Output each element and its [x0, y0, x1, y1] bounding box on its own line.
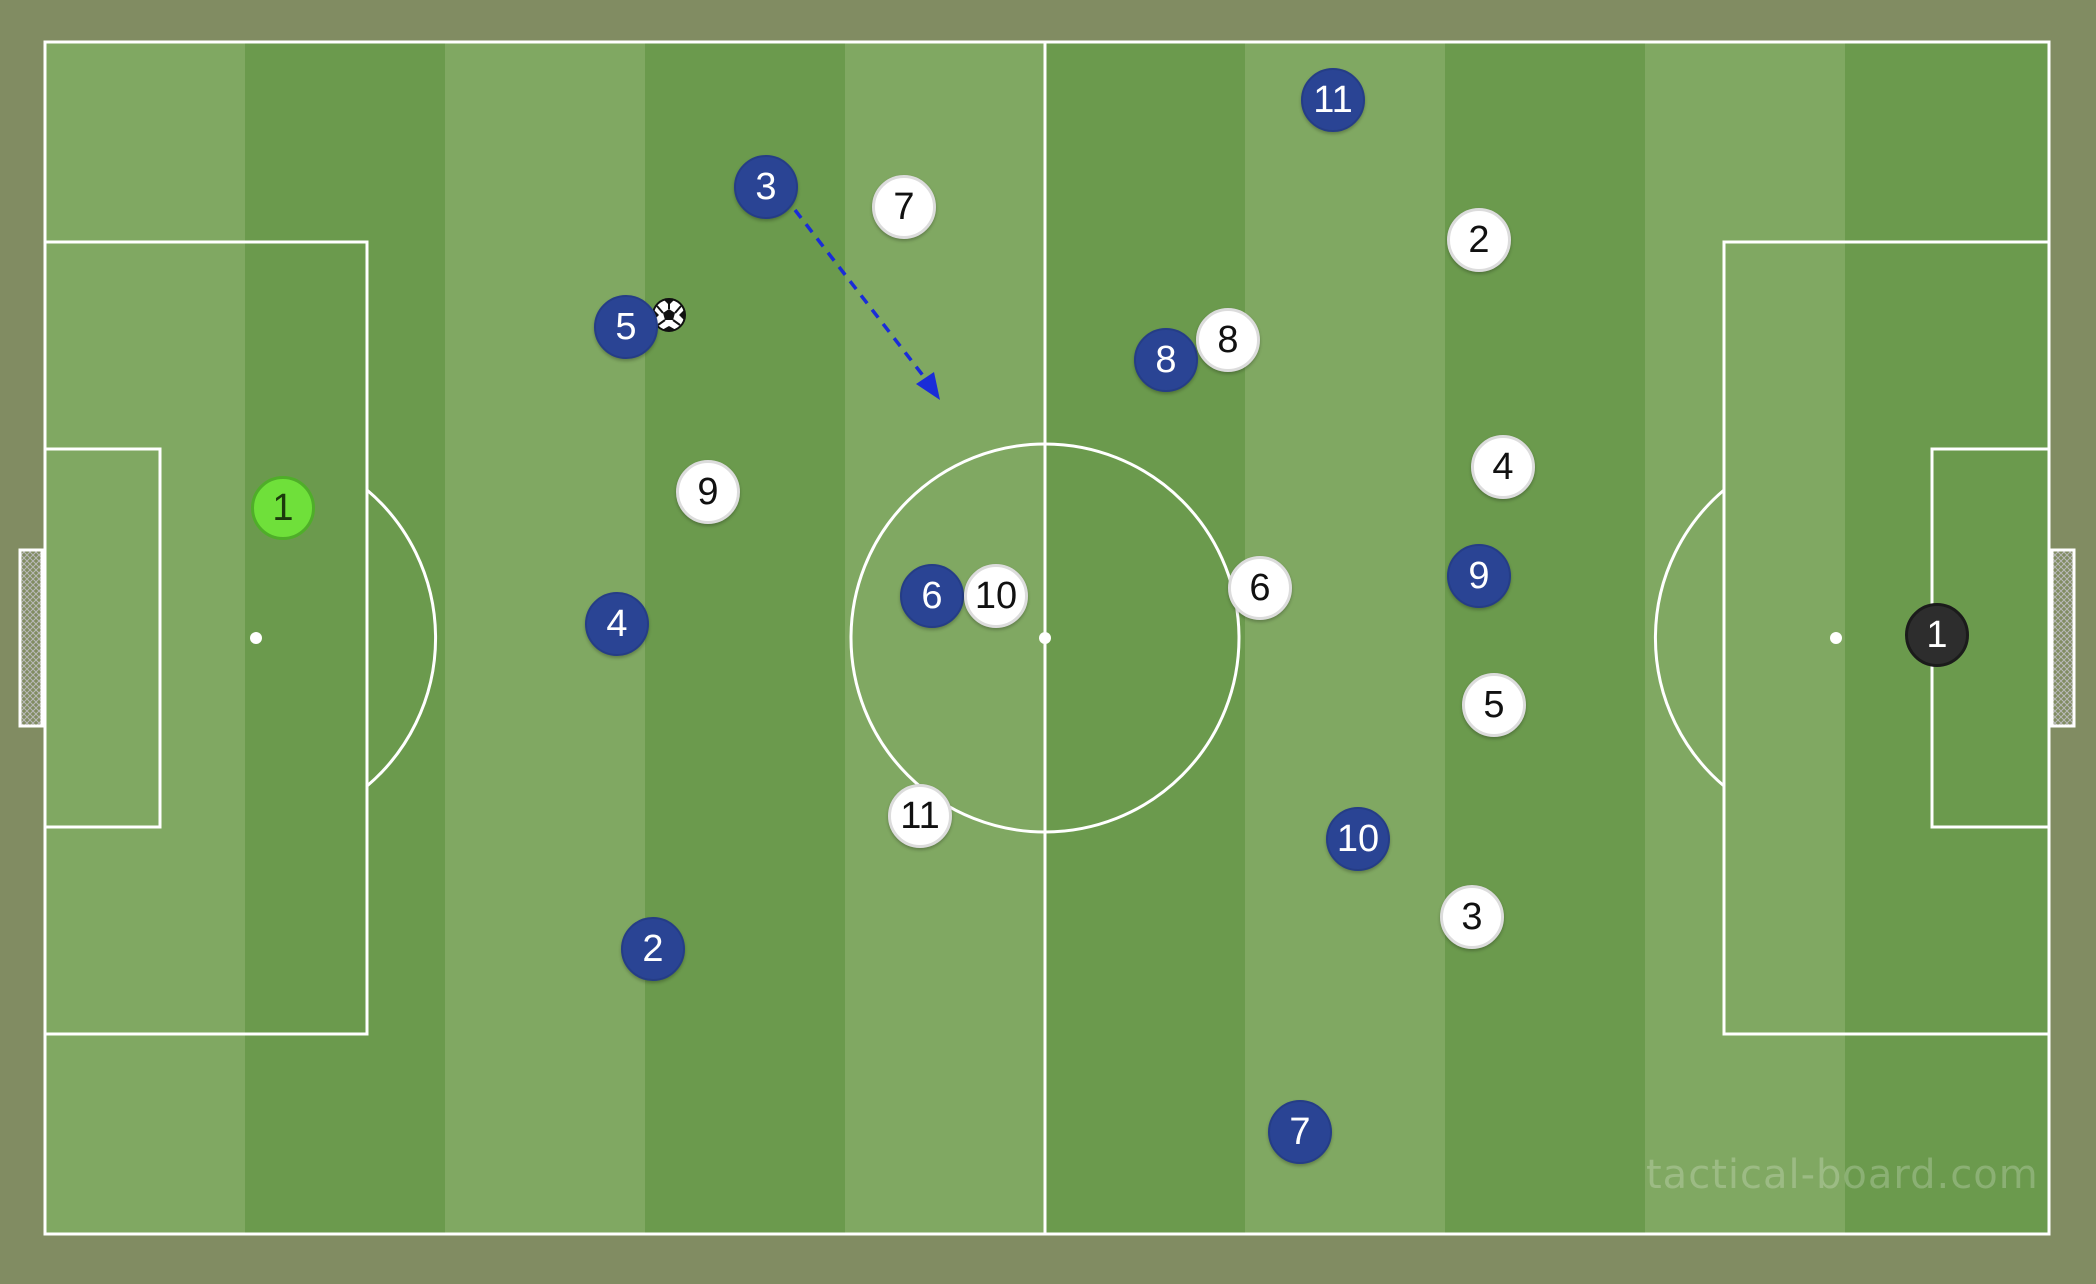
white-player-token[interactable]: 6 — [1228, 556, 1292, 620]
white-player-token[interactable]: 2 — [1447, 208, 1511, 272]
blue-player-token[interactable]: 6 — [900, 564, 964, 628]
white-player-token[interactable]: 10 — [964, 564, 1028, 628]
white-player-token[interactable]: 4 — [1471, 435, 1535, 499]
blue-player-token[interactable]: 5 — [594, 295, 658, 359]
home-goalkeeper-token[interactable]: 1 — [251, 476, 315, 540]
blue-player-token[interactable]: 2 — [621, 917, 685, 981]
blue-player-token[interactable]: 7 — [1268, 1100, 1332, 1164]
away-goalkeeper-token[interactable]: 1 — [1905, 603, 1969, 667]
blue-player-token[interactable]: 10 — [1326, 807, 1390, 871]
white-player-token[interactable]: 8 — [1196, 308, 1260, 372]
white-player-token[interactable]: 3 — [1440, 885, 1504, 949]
soccer-ball-icon — [652, 298, 686, 332]
blue-player-token[interactable]: 11 — [1301, 68, 1365, 132]
blue-player-token[interactable]: 9 — [1447, 544, 1511, 608]
blue-player-token[interactable]: 8 — [1134, 328, 1198, 392]
blue-player-token[interactable]: 4 — [585, 592, 649, 656]
white-player-token[interactable]: 5 — [1462, 673, 1526, 737]
goal-net-icon — [18, 548, 2076, 728]
watermark: tactical-board.com — [1646, 1152, 2039, 1198]
white-player-token[interactable]: 9 — [676, 460, 740, 524]
pass-arrow — [793, 208, 940, 400]
pitch-spots — [250, 632, 1842, 644]
white-player-token[interactable]: 7 — [872, 175, 936, 239]
blue-player-token[interactable]: 3 — [734, 155, 798, 219]
white-player-token[interactable]: 11 — [888, 784, 952, 848]
